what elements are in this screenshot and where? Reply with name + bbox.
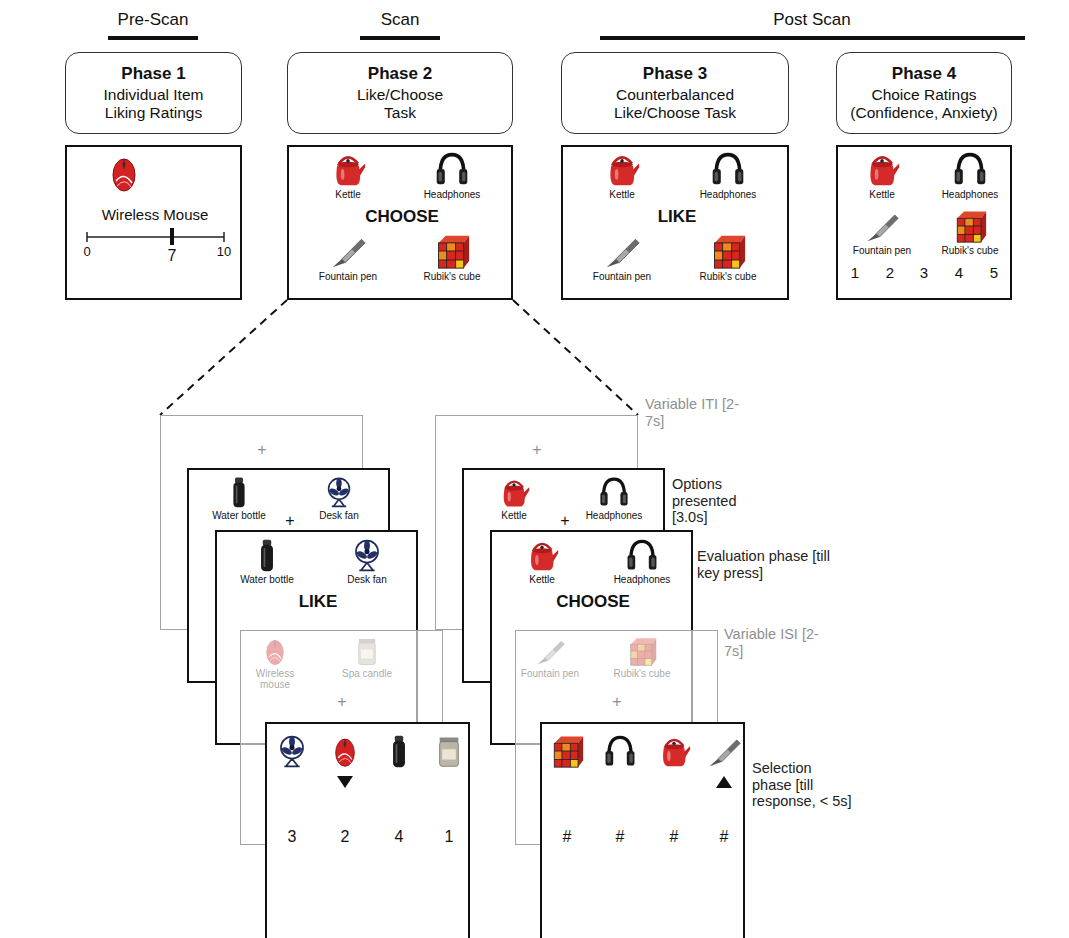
screen-symbol: 2 — [886, 265, 894, 282]
phase-description: Like/Choose Task — [345, 86, 455, 122]
phase-box: Phase 1Individual Item Liking Ratings — [65, 52, 242, 134]
item-label: Fountain pen — [319, 271, 377, 282]
item-label: Desk fan — [319, 510, 358, 521]
item-label: Fountain pen — [593, 271, 651, 282]
task-screen: Kettle HeadphonesLIKE Fountain pen Rubik's … — [561, 145, 789, 300]
item-illustration — [542, 724, 747, 938]
phase-title: Phase 3 — [643, 64, 707, 84]
item-label: Wireless Mouse — [102, 207, 209, 224]
screen-symbol: 3 — [288, 828, 297, 846]
screen-symbol: + — [532, 441, 541, 459]
item-label: Headphones — [942, 189, 999, 200]
phase-title: Phase 4 — [892, 64, 956, 84]
item-label: Kettle — [335, 189, 361, 200]
screen-symbol: 4 — [955, 265, 963, 282]
item-label: Rubik's cube — [424, 271, 481, 282]
stage-heading: Pre-Scan — [118, 10, 189, 30]
item-label: Water bottle — [212, 510, 266, 521]
timing-label: Variable ITI [2-7s] — [645, 396, 755, 429]
zoom-connector — [160, 300, 287, 415]
phase-bar — [600, 36, 1025, 40]
task-cue: LIKE — [658, 207, 697, 226]
screen-symbol: # — [563, 828, 572, 846]
item-illustration — [267, 724, 472, 938]
item-label: Headphones — [424, 189, 481, 200]
phase-bar — [108, 36, 198, 40]
stage-heading: Post Scan — [773, 10, 851, 30]
item-label: Fountain pen — [853, 245, 911, 256]
phase-description: Counterbalanced Like/Choose Task — [603, 86, 748, 122]
screen-symbol: # — [720, 828, 729, 846]
screen-symbol: + — [612, 693, 621, 711]
item-label: Rubik's cube — [700, 271, 757, 282]
item-label: Headphones — [586, 510, 643, 521]
phase-bar — [360, 36, 440, 40]
screen-symbol: 5 — [990, 265, 998, 282]
item-label: Kettle — [869, 189, 895, 200]
item-label: Kettle — [609, 189, 635, 200]
stage-heading: Scan — [381, 10, 420, 30]
item-label: Headphones — [700, 189, 757, 200]
screen-symbol: + — [337, 693, 346, 711]
timing-label: Variable ISI [2-7s] — [724, 626, 834, 659]
screen-symbol: 10 — [217, 245, 231, 260]
phase-title: Phase 2 — [368, 64, 432, 84]
screen-symbol: 1 — [445, 828, 454, 846]
screen-symbol: 7 — [168, 247, 177, 265]
zoom-connector — [513, 300, 638, 415]
phase-description: Choice Ratings (Confidence, Anxiety) — [843, 86, 1005, 122]
item-label: Kettle — [501, 510, 527, 521]
phase-box: Phase 3Counterbalanced Like/Choose Task — [561, 52, 789, 134]
screen-symbol: + — [257, 441, 266, 459]
item-label: Headphones — [614, 574, 671, 585]
phase-box: Phase 2Like/Choose Task — [287, 52, 513, 134]
selection-screen: 3 2 4 1 — [265, 722, 470, 938]
phase-title: Phase 1 — [121, 64, 185, 84]
task-cue: CHOOSE — [556, 592, 630, 611]
task-cue: LIKE — [299, 592, 338, 611]
item-label: Rubik's cube — [942, 245, 999, 256]
task-screen: Kettle HeadphonesCHOOSE Fountain pen Rubik'… — [287, 145, 513, 300]
screen-symbol: # — [670, 828, 679, 846]
task-cue: CHOOSE — [365, 207, 439, 226]
screen-symbol: + — [285, 512, 294, 530]
timing-label: Options presented [3.0s] — [672, 476, 752, 526]
item-label: Kettle — [529, 574, 555, 585]
phase-box: Phase 4Choice Ratings (Confidence, Anxie… — [836, 52, 1012, 134]
screen-symbol: 3 — [920, 265, 928, 282]
screen-symbol: + — [560, 512, 569, 530]
screen-symbol: # — [616, 828, 625, 846]
screen-symbol: 4 — [395, 828, 404, 846]
screen-symbol: 0 — [83, 245, 90, 260]
screen-symbol: 2 — [341, 828, 350, 846]
rating-screen: Wireless Mouse 0 7 10 — [65, 145, 242, 300]
item-illustration — [67, 147, 244, 302]
timing-label: Selection phase [till response, < 5s] — [752, 760, 852, 810]
selection-screen: # # # # — [540, 722, 745, 938]
rating-screen: Kettle HeadphonesFountain pen Rubik's cube… — [836, 145, 1012, 300]
screen-symbol: 1 — [851, 265, 859, 282]
item-label: Water bottle — [240, 574, 294, 585]
item-label: Desk fan — [347, 574, 386, 585]
phase-description: Individual Item Liking Ratings — [89, 86, 219, 122]
timing-label: Evaluation phase [till key press] — [697, 548, 832, 581]
